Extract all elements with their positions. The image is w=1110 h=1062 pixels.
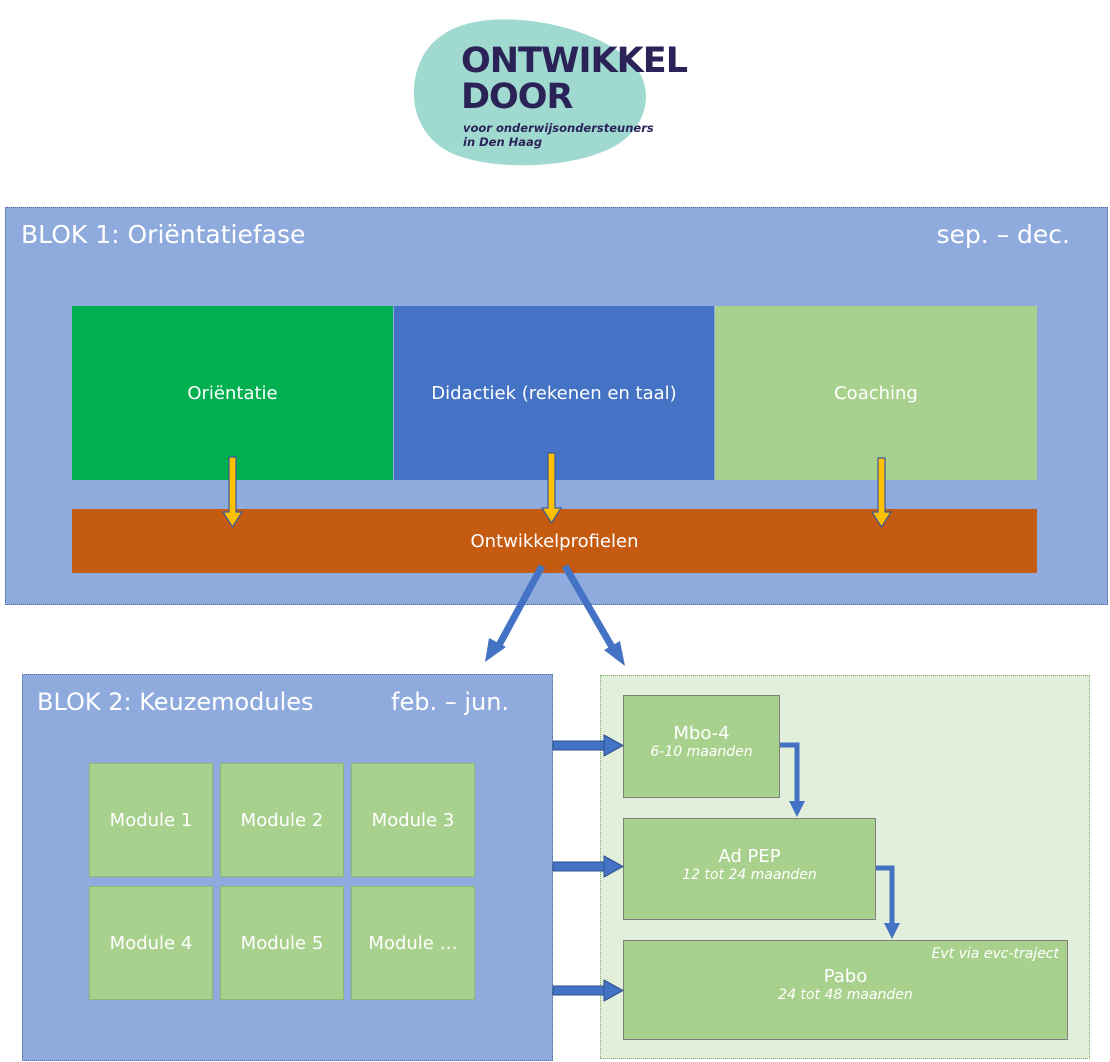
logo-tagline-1: voor onderwijsondersteuners (463, 121, 654, 135)
module-label: Module 4 (109, 932, 193, 954)
logo-wordmark-line1: ONTWIKKEL (461, 41, 688, 81)
blok2-period: feb. – jun. (391, 688, 510, 716)
module-1: Module 1 (89, 763, 213, 877)
cell-coaching-label: Coaching (834, 382, 918, 404)
cell-orientatie-label: Oriëntatie (187, 382, 278, 404)
route-duration: 12 tot 24 maanden (682, 867, 817, 883)
arrow-to-mbo4 (552, 734, 625, 757)
yellow-arrow-orientatie (221, 456, 244, 529)
module-label: Module 2 (240, 809, 324, 831)
route-ad-pep: Ad PEP 12 tot 24 maanden (623, 818, 876, 920)
blok2-title: BLOK 2: Keuzemodules (37, 688, 314, 716)
module-label: Module … (368, 932, 458, 954)
cell-orientatie: Oriëntatie (72, 306, 393, 480)
blok1-title: BLOK 1: Oriëntatiefase (21, 220, 306, 249)
route-pabo: Evt via evc-traject Pabo 24 tot 48 maand… (623, 940, 1068, 1040)
cell-didactiek-label: Didactiek (rekenen en taal) (431, 382, 677, 404)
route-name: Pabo (823, 966, 868, 987)
arrow-to-pabo (552, 979, 625, 1002)
module-4: Module 4 (89, 886, 213, 1000)
route-mbo4: Mbo-4 6-10 maanden (623, 695, 780, 798)
cell-didactiek: Didactiek (rekenen en taal) (394, 306, 714, 480)
module-2: Module 2 (220, 763, 344, 877)
route-duration: 24 tot 48 maanden (778, 987, 913, 1003)
blue-arrow-to-routes (561, 564, 625, 666)
module-label: Module 3 (371, 809, 455, 831)
cell-coaching: Coaching (715, 306, 1037, 480)
ontwikkelprofielen-label: Ontwikkelprofielen (470, 530, 639, 552)
module-3: Module 3 (351, 763, 475, 877)
module-label: Module 5 (240, 932, 324, 954)
elbow-arrow-adpep-to-pabo (876, 865, 900, 939)
logo-tagline-2: in Den Haag (463, 135, 543, 149)
route-note: Evt via evc-traject (931, 946, 1059, 962)
module-more: Module … (351, 886, 475, 1000)
blok1-period: sep. – dec. (936, 220, 1070, 249)
yellow-arrow-didactiek (540, 452, 563, 525)
arrow-to-adpep (552, 855, 625, 878)
yellow-arrow-coaching (870, 457, 893, 529)
module-label: Module 1 (109, 809, 193, 831)
elbow-arrow-mbo-to-adpep (780, 742, 805, 817)
route-name: Ad PEP (718, 846, 781, 867)
route-name: Mbo-4 (673, 723, 730, 744)
logo-blob (413, 19, 646, 166)
logo-wordmark-line2: DOOR (461, 77, 574, 117)
module-5: Module 5 (220, 886, 344, 1000)
blue-arrow-to-blok2 (485, 564, 546, 662)
route-duration: 6-10 maanden (650, 744, 753, 760)
